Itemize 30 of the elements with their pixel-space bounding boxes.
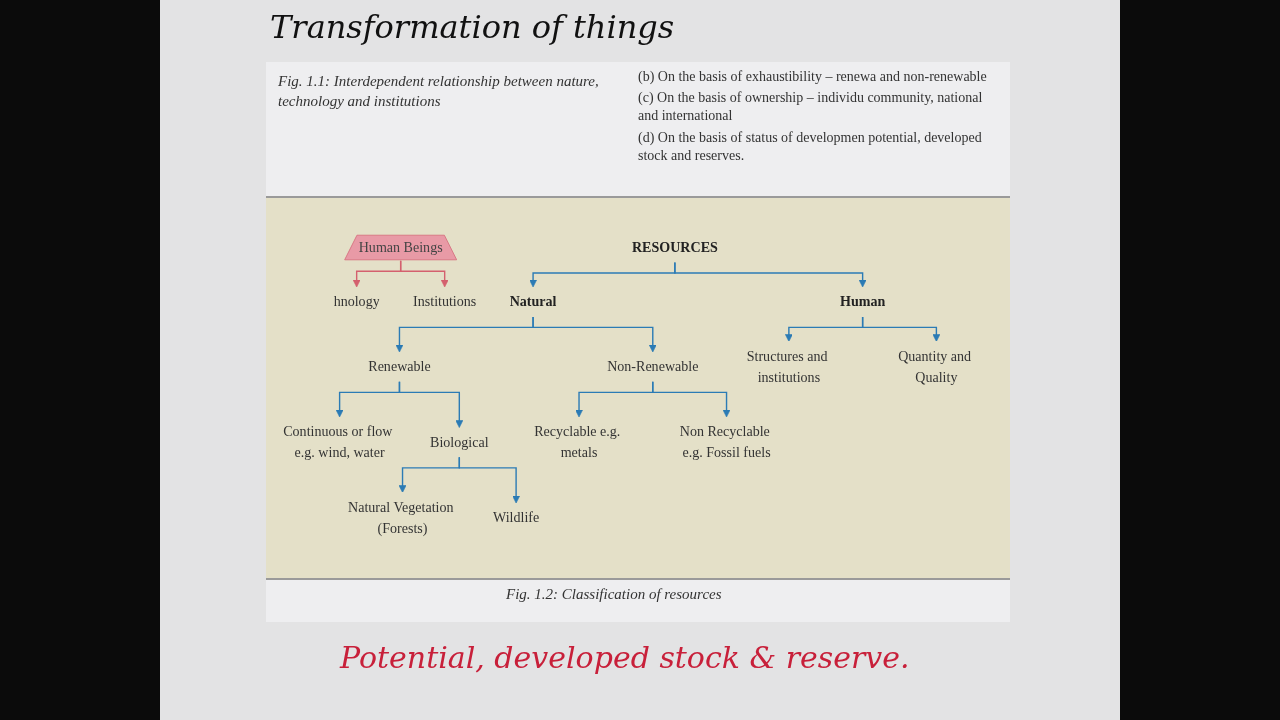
arrow [652,381,731,418]
category-label: Human [840,294,886,309]
category-label: Natural Vegetation (Forests) [348,499,454,536]
category-label: Natural [509,294,557,309]
arrow [398,381,464,428]
category-label: Continuous or flow e.g. wind, water [283,424,393,460]
category-label: Wildlife [493,510,540,525]
category-label: hnology [333,294,380,309]
category-label: Biological [430,434,489,450]
category-label: RESOURCES [631,239,718,255]
arrow [861,316,941,342]
handwritten-title: Transformation of things [270,8,675,46]
category-label: Renewable [368,359,431,374]
category-label: Non-Renewable [607,359,699,374]
arrow [399,260,449,288]
arrow [532,316,657,353]
category-label: Recyclable e.g. metals [534,424,621,460]
handwritten-note: Potential, developed stock & reserve. [340,640,910,675]
list-item: (b) On the basis of exhaustibility – renewa and non-renewable [638,68,988,86]
category-label: Non Recyclable e.g. Fossil fuels [679,424,771,460]
figure-caption: Fig. 1.1: Interdependent relationship between nature, technology and institutions [278,72,600,111]
arrow [674,261,867,288]
category-label: Institutions [413,294,477,309]
figure-caption: Fig. 1.2: Classification of resources [506,586,722,603]
category-label: Structures and institutions [746,348,828,385]
trapezoid-node: Human Beings [344,234,458,261]
list-item: (d) On the basis of status of developmen potential, developed stock and reserves. [638,128,983,165]
category-label: Quantity and Quality [898,348,972,385]
list-item: (c) On the basis of ownership – individu community, national and international [638,89,984,126]
arrow [458,456,520,504]
